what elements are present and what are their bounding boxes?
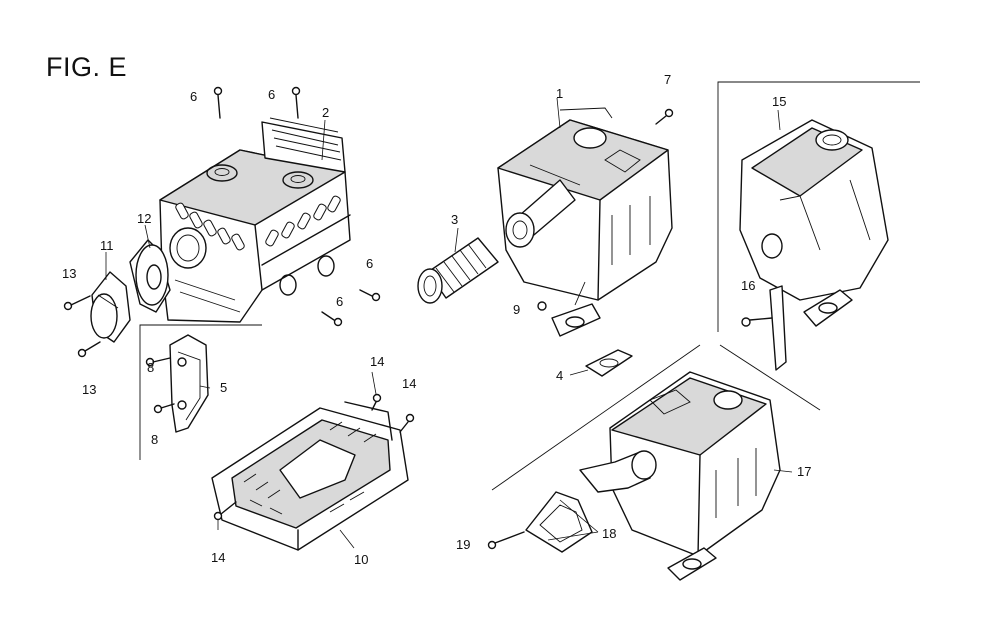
callout-6d: 6 xyxy=(336,294,343,309)
bracket-part xyxy=(169,334,209,433)
callout-6a: 6 xyxy=(190,89,197,104)
callout-14c: 14 xyxy=(211,550,225,565)
bolt-6b xyxy=(291,86,301,119)
spark-arrester-part xyxy=(417,237,499,304)
gasket-part xyxy=(585,349,633,377)
bolt-6a xyxy=(213,86,223,119)
bolt-8a xyxy=(145,357,171,367)
callout-3: 3 xyxy=(451,212,458,227)
callout-7: 7 xyxy=(664,72,671,87)
bolt-9 xyxy=(537,301,547,311)
end-cap-part xyxy=(90,271,131,343)
bolt-14c xyxy=(213,501,237,521)
callout-14b: 14 xyxy=(402,376,416,391)
callout-16: 16 xyxy=(741,278,755,293)
bolt-14a xyxy=(371,393,382,411)
muffler-base-part xyxy=(211,401,409,551)
bolt-19 xyxy=(487,531,525,550)
bolt-8b xyxy=(153,403,175,414)
bolt-16 xyxy=(741,317,773,327)
bolt-6d xyxy=(321,311,343,327)
figure-title: FIG. E xyxy=(46,52,128,82)
callout-5: 5 xyxy=(220,380,227,395)
protector-slots xyxy=(175,195,341,251)
callout-6b: 6 xyxy=(268,87,275,102)
muffler-protector-part xyxy=(159,117,351,323)
section-lines xyxy=(139,81,920,491)
bolt-7 xyxy=(655,108,674,125)
callout-19: 19 xyxy=(456,537,470,552)
leader-lines xyxy=(105,97,793,549)
callout-8b: 8 xyxy=(151,432,158,447)
bolt-6c xyxy=(359,289,381,302)
callout-4: 4 xyxy=(556,368,563,383)
callout-18: 18 xyxy=(602,526,616,541)
cap-ring-part xyxy=(129,239,171,313)
muffler-part xyxy=(497,107,673,337)
callout-12: 12 xyxy=(137,211,151,226)
callout-15: 15 xyxy=(772,94,786,109)
callout-8a: 8 xyxy=(147,360,154,375)
callout-9: 9 xyxy=(513,302,520,317)
deflector-part xyxy=(525,491,593,553)
muffler-lower-part xyxy=(579,371,781,581)
bolt-13a xyxy=(63,295,91,311)
callout-labels: 1 2 3 4 5 6 6 6 6 7 8 8 9 10 11 12 13 13… xyxy=(62,72,811,567)
bolts xyxy=(63,86,773,550)
muffler-variant-part xyxy=(739,119,889,371)
callout-6c: 6 xyxy=(366,256,373,271)
callout-13a: 13 xyxy=(62,266,76,281)
bolt-13b xyxy=(77,341,101,358)
callout-2: 2 xyxy=(322,105,329,120)
callout-13b: 13 xyxy=(82,382,96,397)
callout-1: 1 xyxy=(556,86,563,101)
callout-11: 11 xyxy=(100,238,114,253)
bolt-14b xyxy=(399,413,415,433)
callout-17: 17 xyxy=(797,464,811,479)
callout-10: 10 xyxy=(354,552,368,567)
callout-14a: 14 xyxy=(370,354,384,369)
